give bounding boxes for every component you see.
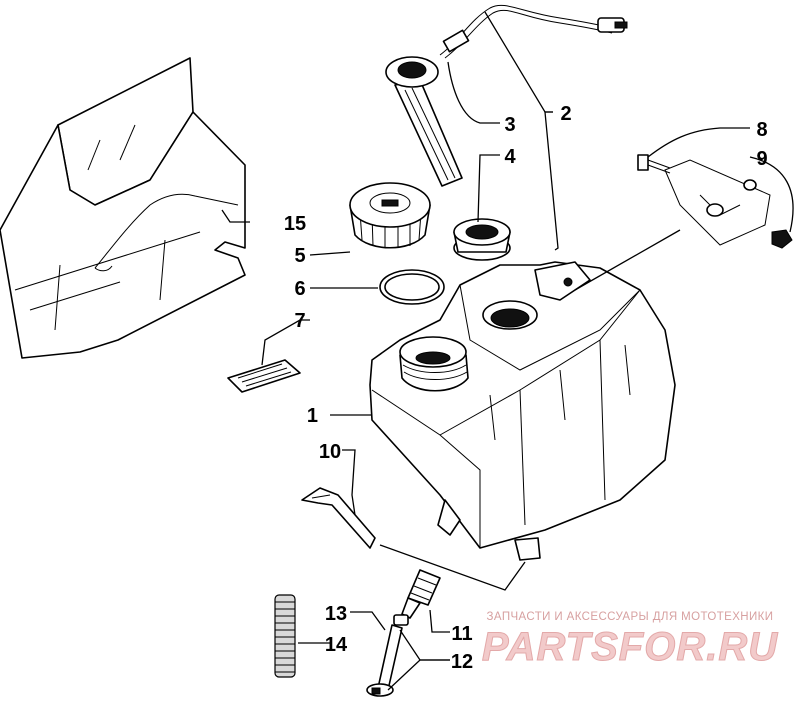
fuel-cap xyxy=(349,182,431,249)
watermark: ЗАПЧАСТИ И АКСЕССУАРЫ ДЛЯ МОТОТЕХНИКИ PA… xyxy=(481,611,778,670)
callout-15: 15 xyxy=(284,213,306,235)
callout-2: 2 xyxy=(560,103,571,125)
callout-labels: 1 2 3 4 5 6 7 8 9 10 11 12 13 14 15 xyxy=(284,103,768,673)
callout-7: 7 xyxy=(294,310,305,332)
callout-12: 12 xyxy=(451,651,473,673)
callout-11: 11 xyxy=(451,623,472,645)
heat-shield xyxy=(0,57,246,359)
bolt-bracket-assembly xyxy=(637,154,793,249)
callout-14: 14 xyxy=(325,634,348,656)
decal xyxy=(227,359,301,393)
spring xyxy=(274,594,296,678)
callout-3: 3 xyxy=(504,114,515,136)
fuel-hose xyxy=(366,614,409,697)
fuel-gauge-sender xyxy=(385,4,628,187)
o-ring xyxy=(379,269,445,305)
callout-9: 9 xyxy=(756,148,767,170)
filler-neck xyxy=(453,218,511,261)
watermark-caption: ЗАПЧАСТИ И АКСЕССУАРЫ ДЛЯ МОТОТЕХНИКИ xyxy=(487,611,774,623)
callout-10: 10 xyxy=(319,441,341,463)
callout-4: 4 xyxy=(504,146,516,168)
fuel-tank xyxy=(369,261,676,561)
leader-lines xyxy=(221,11,794,691)
fuel-fitting xyxy=(401,569,441,619)
callout-6: 6 xyxy=(294,278,305,300)
callout-5: 5 xyxy=(294,245,305,267)
watermark-brand: PARTSFOR.RU xyxy=(482,625,778,669)
callout-13: 13 xyxy=(325,603,347,625)
callout-1: 1 xyxy=(307,405,318,427)
callout-8: 8 xyxy=(756,119,767,141)
strap xyxy=(301,487,376,549)
